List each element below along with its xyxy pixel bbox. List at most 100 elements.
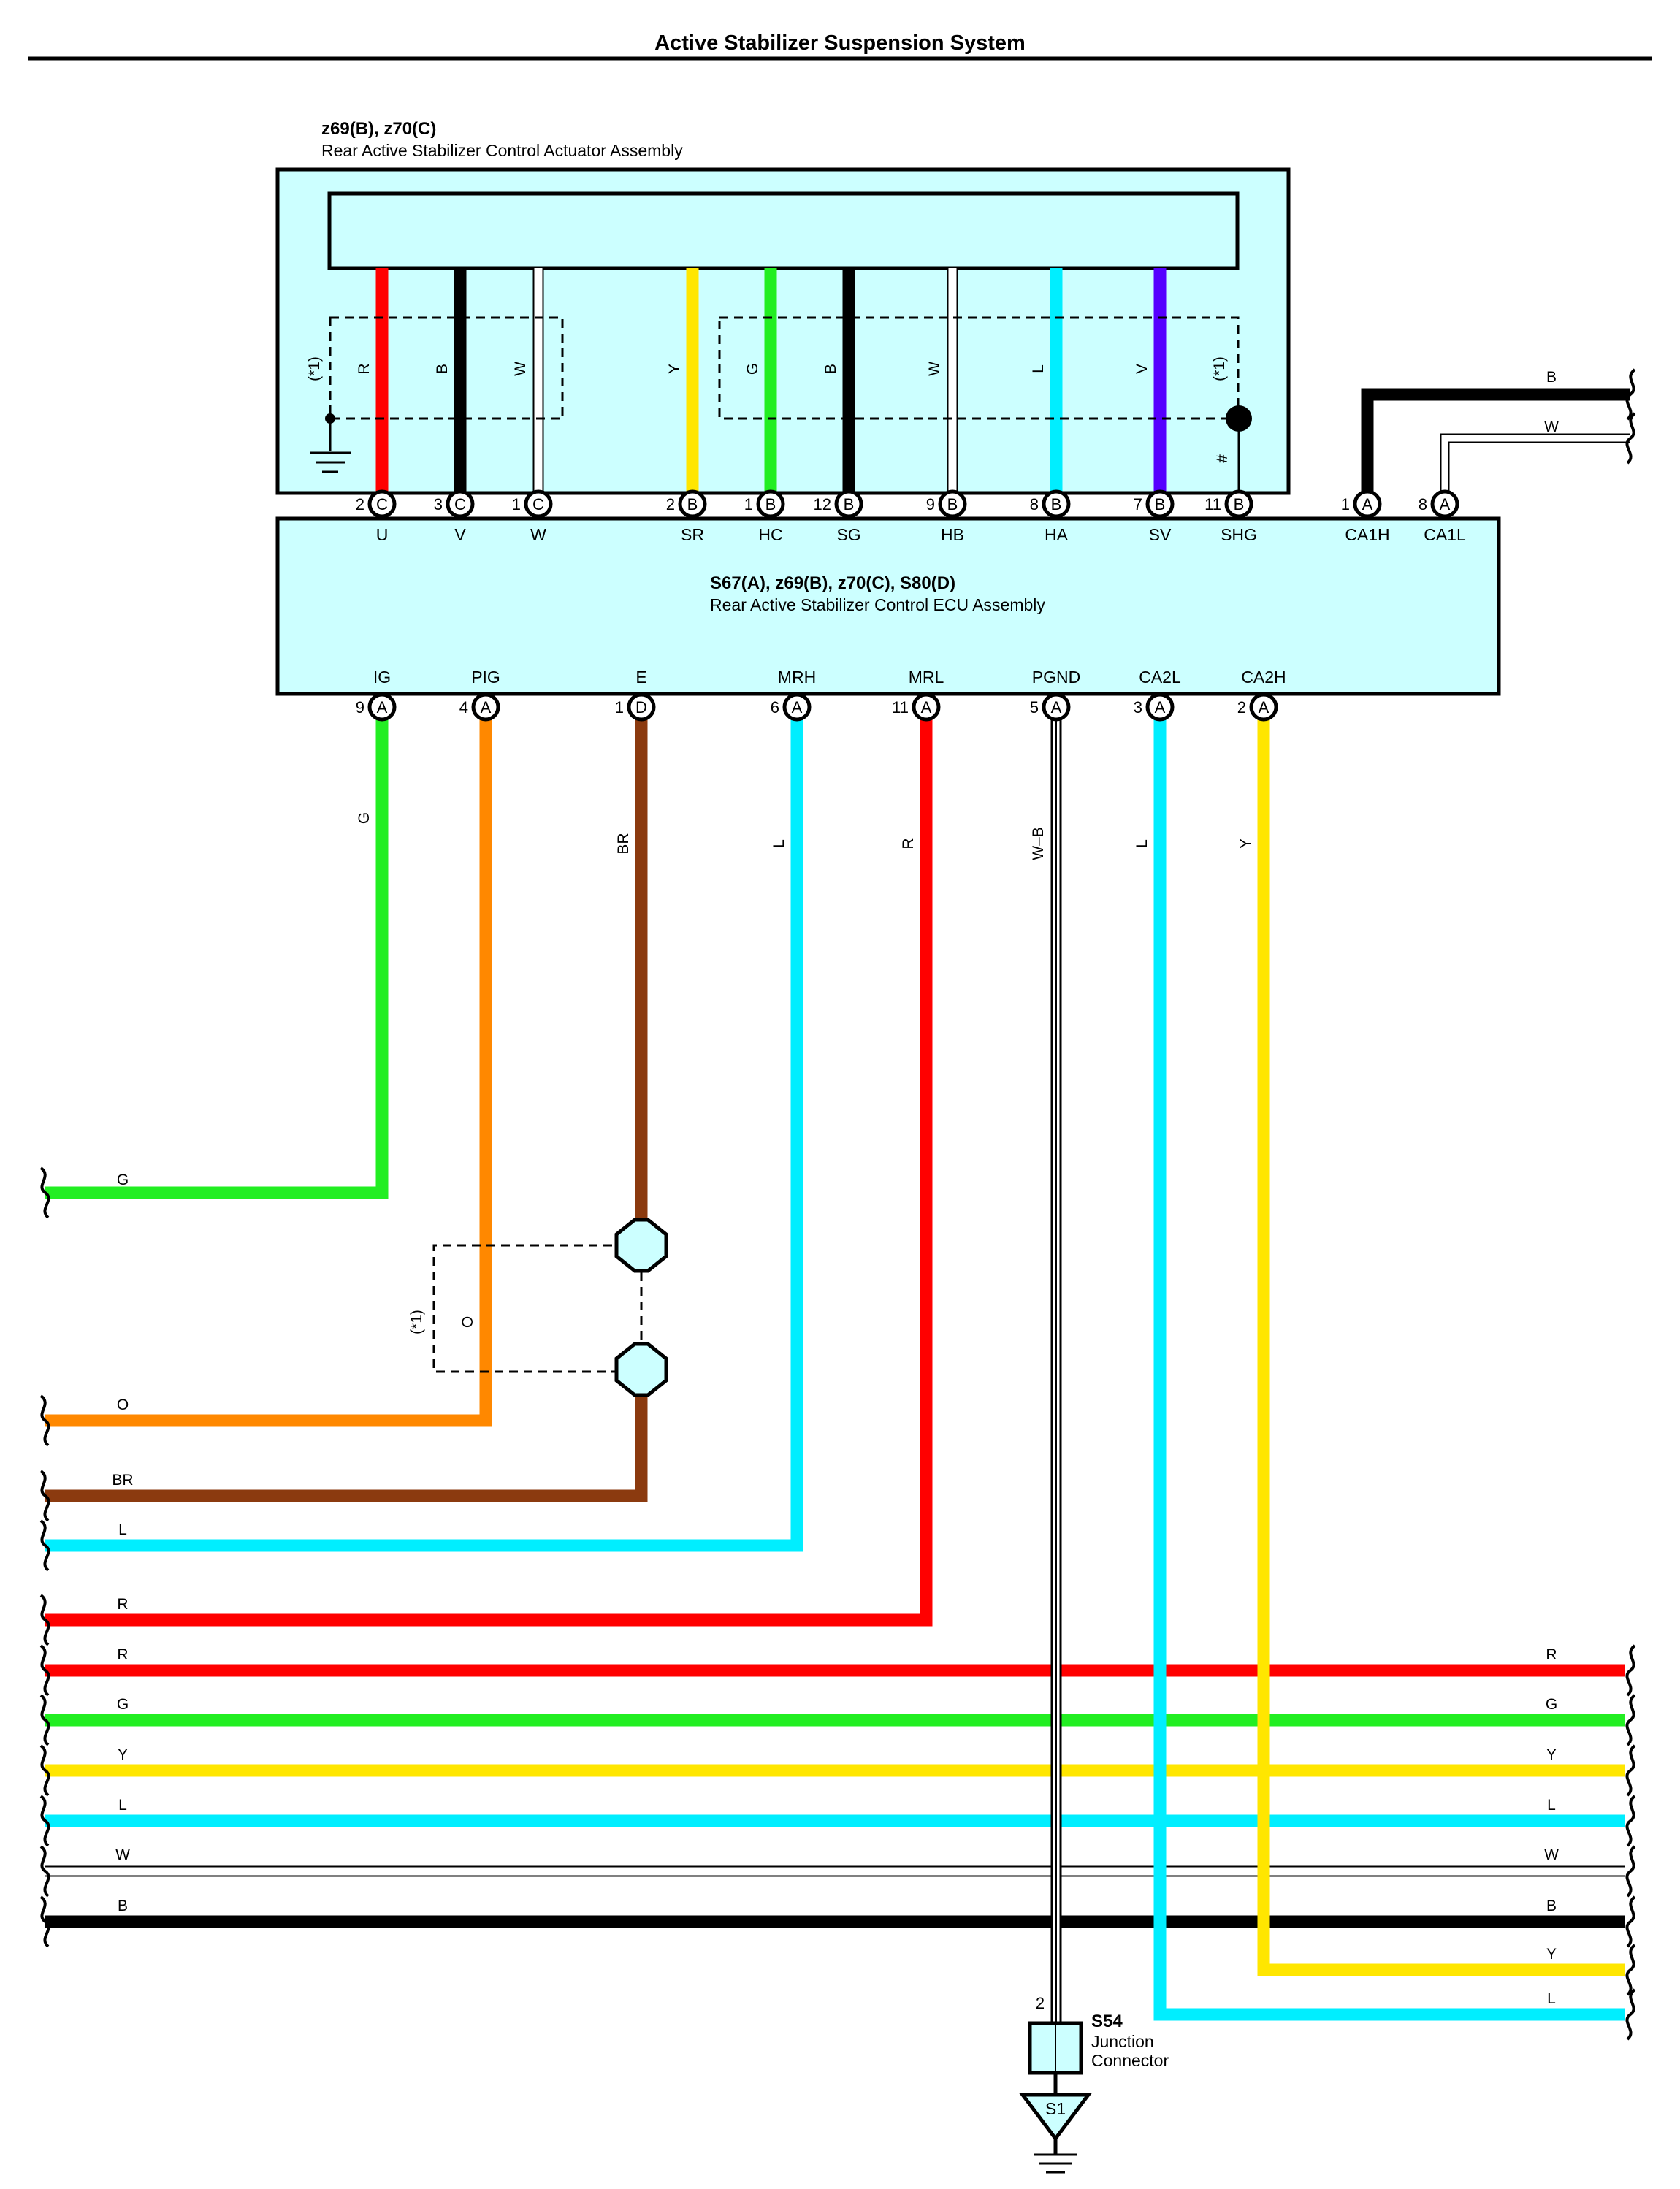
pin-signal-name: SG — [836, 525, 860, 544]
ground-code: S1 — [1045, 2099, 1066, 2118]
pin-number: 1 — [512, 495, 521, 513]
wire-break-mark — [39, 1470, 50, 1522]
shield-box-right — [718, 316, 1240, 420]
pin-signal-name: SHG — [1221, 525, 1257, 544]
pin-number: 4 — [459, 698, 468, 717]
pin-signal-name: U — [376, 525, 389, 544]
pin-number: 2 — [666, 495, 675, 513]
pin-connector-circle — [1145, 489, 1175, 519]
wire-MRL-red — [45, 712, 933, 1627]
junction-line2: Connector — [1091, 2051, 1169, 2070]
pin-connector-circle — [1430, 489, 1459, 519]
wire-break-mark — [39, 1845, 50, 1898]
shield-ground-icon — [310, 451, 351, 473]
left-label-BR: BR — [112, 1472, 133, 1489]
actuator-name: Rear Active Stabilizer Control Actuator … — [321, 141, 683, 160]
wire-label-PGND: W–B — [1030, 827, 1047, 860]
wire-break-mark — [39, 1644, 50, 1697]
pin-number: 8 — [1419, 495, 1427, 513]
right-label-CA2L: L — [1547, 1990, 1556, 2007]
through-right-R: R — [1546, 1646, 1557, 1663]
wire-MRH-blue — [45, 712, 803, 1552]
wire-label-IG: G — [356, 812, 373, 824]
pin-number: 9 — [356, 698, 364, 717]
pin-U: C2U — [356, 489, 397, 544]
pin-connector-circle — [938, 489, 967, 519]
wire-break-mark — [39, 1694, 50, 1746]
pin-signal-name: W — [530, 525, 546, 544]
wire-break-mark — [39, 1744, 50, 1797]
through-right-L: L — [1547, 1797, 1556, 1814]
pin-signal-name: E — [635, 668, 646, 687]
wire-CA1L-white — [1441, 435, 1630, 497]
pin-V: C3V — [434, 489, 475, 544]
bottom-wires — [45, 712, 933, 1627]
pin-number: 2 — [1237, 698, 1246, 717]
pin-connector-circle — [367, 489, 397, 519]
pin-signal-name: HC — [758, 525, 782, 544]
wire-label-MRL: R — [900, 838, 917, 849]
wire-CA1H-black — [1361, 388, 1630, 497]
pin-connector-circle — [1224, 489, 1253, 519]
wire-label-CA2L: L — [1134, 839, 1150, 848]
wire-label-SR: Y — [666, 364, 683, 374]
bottom-pin-layer: A9IGA4PIGD1EA6MRHA11MRLA5PGNDA3CA2LA2CA2… — [356, 668, 1286, 722]
ground-icon — [1034, 2153, 1077, 2174]
shield-left-node — [325, 413, 335, 424]
pin-connector-circle — [627, 692, 656, 722]
splice-point-lower — [614, 1342, 668, 1397]
ecu-box — [275, 516, 1501, 696]
wire-label-E: BR — [615, 833, 632, 854]
actuator-inner-bar — [327, 191, 1240, 270]
through-wires — [45, 1664, 1625, 1928]
wire-break-mark — [1625, 1795, 1636, 1847]
pin-connector-letter: A — [1155, 698, 1166, 717]
pin-connector-letter: A — [1259, 698, 1269, 717]
through-left-B: B — [118, 1898, 128, 1914]
pin-signal-name: MRL — [909, 668, 944, 687]
actuator-wires — [375, 268, 1167, 497]
shield-note-right: (*1) — [1211, 356, 1228, 381]
pin-W: C1W — [512, 489, 553, 544]
left-wire-labels: G O BR L R R G Y L W B — [112, 1172, 133, 1914]
pin-connector-circle — [471, 692, 500, 722]
pin-connector-letter: B — [1234, 495, 1245, 513]
pin-signal-name: IG — [373, 668, 391, 687]
pig-shield-note: (*1) — [408, 1310, 425, 1334]
wire-label-V: B — [434, 364, 451, 374]
pin-connector-letter: A — [792, 698, 803, 717]
right-wire-labels: R G Y L W B Y L — [1544, 1646, 1559, 2007]
left-label-R: R — [117, 1596, 128, 1613]
pin-number: 11 — [892, 698, 909, 717]
pin-connector-letter: A — [921, 698, 932, 717]
left-label-L: L — [118, 1521, 127, 1538]
pin-signal-name: SR — [681, 525, 704, 544]
pin-connector-circle — [1042, 489, 1071, 519]
pin-E: D1E — [615, 668, 656, 722]
wire-break-mark — [1625, 1644, 1636, 1697]
wire-break-mark — [1625, 368, 1636, 421]
wire-break-mark — [1625, 1694, 1636, 1746]
through-right-Y: Y — [1546, 1746, 1557, 1763]
pin-connector-letter: C — [454, 495, 466, 513]
through-left-L: L — [118, 1797, 127, 1814]
pin-number: 8 — [1030, 495, 1039, 513]
pin-connector-circle — [1145, 692, 1175, 722]
pin-number: 3 — [434, 495, 443, 513]
ecu-name: Rear Active Stabilizer Control ECU Assem… — [710, 595, 1045, 614]
pin-connector-letter: A — [1440, 495, 1451, 513]
page-title: Active Stabilizer Suspension System — [654, 31, 1026, 55]
pin-connector-circle — [912, 692, 941, 722]
wire-PIG-orange — [45, 712, 492, 1427]
pin-number: 1 — [615, 698, 624, 717]
wire-label-HA: L — [1030, 364, 1047, 373]
wire-break-mark — [1625, 1988, 1636, 2041]
pin-number: 2 — [356, 495, 364, 513]
pin-number: 3 — [1134, 698, 1142, 717]
wire-break-mark — [1625, 1845, 1636, 1898]
